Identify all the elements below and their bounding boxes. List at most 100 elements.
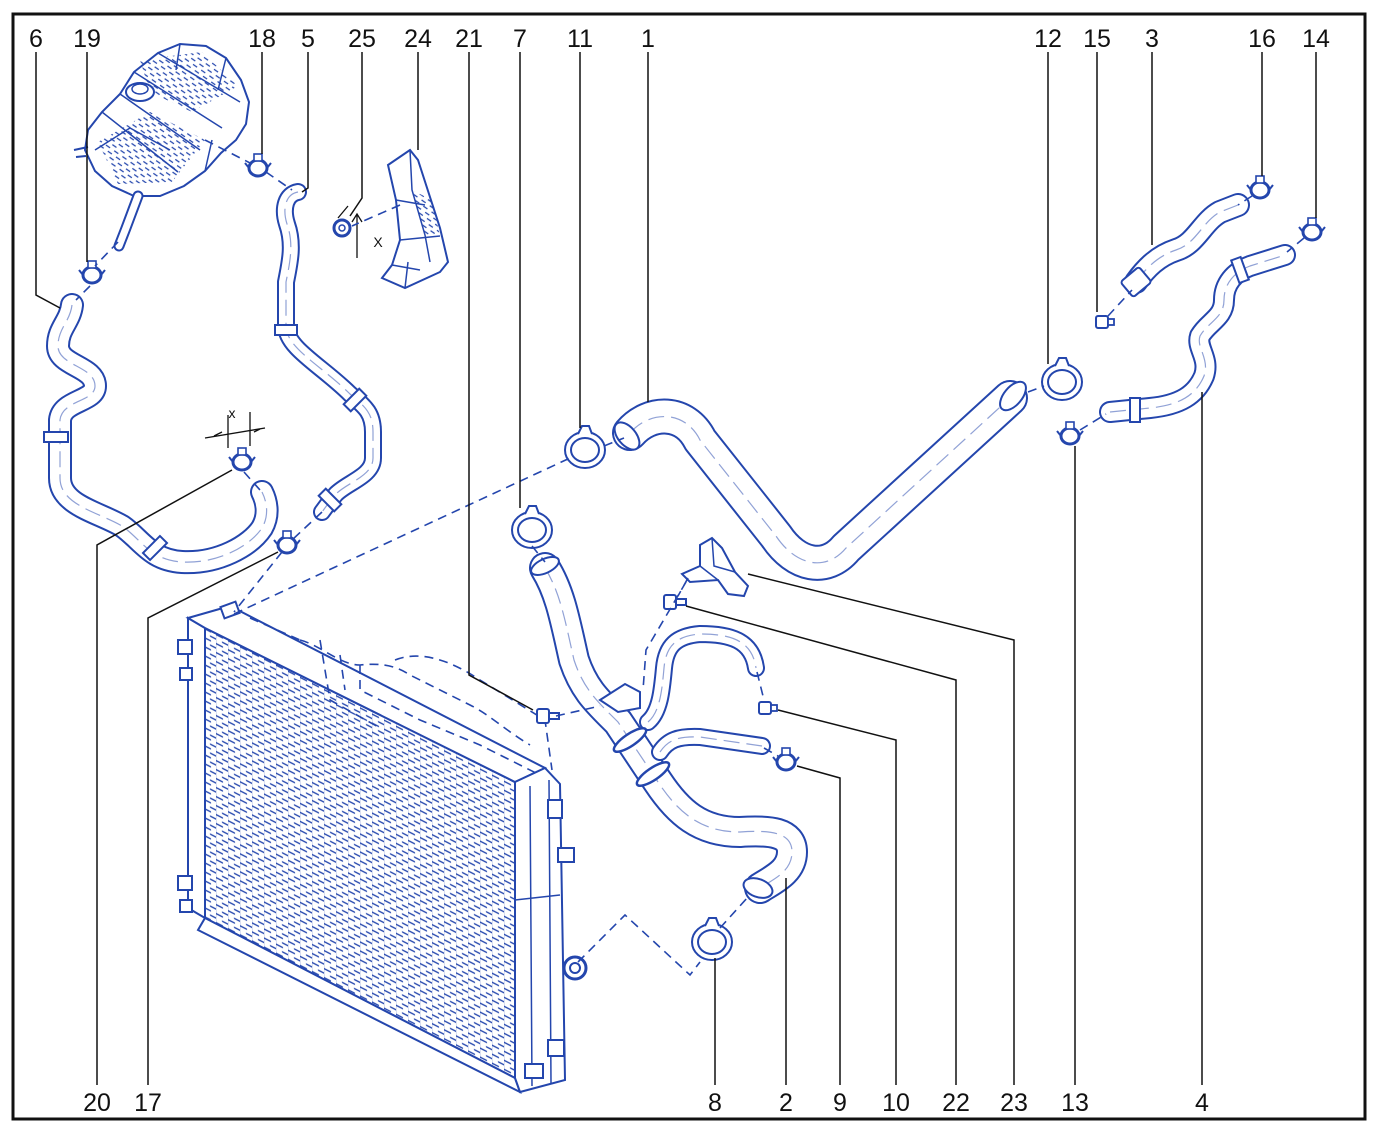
dimension-mark-near-25: X bbox=[337, 205, 383, 258]
hose-fill bbox=[648, 634, 756, 722]
leader-6 bbox=[35, 52, 61, 309]
radiator-bracket bbox=[557, 847, 575, 863]
callout-3: 3 bbox=[1145, 25, 1159, 53]
callout-24: 24 bbox=[404, 25, 432, 53]
bracket-24-shading bbox=[412, 190, 440, 236]
hose-band bbox=[342, 387, 368, 413]
hose-band bbox=[43, 431, 69, 443]
tank-outlet-pipe-fill bbox=[115, 192, 142, 250]
callout-16: 16 bbox=[1248, 25, 1276, 53]
hose-3 bbox=[1120, 205, 1238, 298]
bracket-23-details bbox=[699, 537, 736, 581]
leader-17 bbox=[147, 551, 279, 1085]
leader-9 bbox=[796, 765, 841, 1085]
callout-22: 22 bbox=[942, 1089, 970, 1117]
callout-21: 21 bbox=[455, 25, 483, 53]
hose-band bbox=[317, 487, 343, 513]
bracket-24 bbox=[380, 148, 450, 290]
callout-18: 18 bbox=[248, 25, 276, 53]
callout-10: 10 bbox=[882, 1089, 910, 1117]
hose-fill bbox=[630, 398, 1010, 563]
expansion-tank bbox=[73, 42, 251, 252]
callout-1: 1 bbox=[641, 25, 655, 53]
hose-2-upper-end bbox=[530, 556, 560, 576]
radiator-bracket bbox=[179, 667, 193, 681]
callout-25: 25 bbox=[348, 25, 376, 53]
radiator bbox=[177, 600, 588, 1095]
leader-25 bbox=[349, 52, 363, 217]
ring-clamp-7 bbox=[515, 506, 549, 545]
radiator-bracket bbox=[547, 1039, 565, 1057]
callout-13: 13 bbox=[1061, 1089, 1089, 1117]
callout-20: 20 bbox=[83, 1089, 111, 1117]
tank-ribs bbox=[94, 43, 241, 173]
leader-5 bbox=[301, 52, 309, 193]
radiator-hidden-lines bbox=[249, 617, 553, 776]
hose-fill bbox=[545, 568, 792, 888]
callout-5: 5 bbox=[301, 25, 315, 53]
radiator-bracket bbox=[524, 1063, 544, 1079]
dimension-label: X bbox=[373, 234, 383, 250]
leader-21 bbox=[468, 52, 534, 711]
callout-6: 6 bbox=[29, 25, 43, 53]
leader-23 bbox=[747, 573, 1015, 1085]
bolt-21 bbox=[536, 708, 560, 724]
callout-12: 12 bbox=[1034, 25, 1062, 53]
hose-1 bbox=[610, 377, 1031, 563]
nut-25-bore bbox=[338, 224, 346, 232]
hose-2-lower-end bbox=[742, 877, 774, 899]
hose-band bbox=[612, 727, 648, 753]
callout-17: 17 bbox=[134, 1089, 162, 1117]
hose-bands bbox=[43, 255, 1251, 787]
clip-13 bbox=[1055, 420, 1085, 446]
callout-15: 15 bbox=[1083, 25, 1111, 53]
radiator-left-rail bbox=[187, 616, 206, 920]
callout-7: 7 bbox=[513, 25, 527, 53]
hose-band bbox=[635, 761, 671, 787]
callout-19: 19 bbox=[73, 25, 101, 53]
clip-14 bbox=[1297, 216, 1327, 242]
hose-3-connector bbox=[1120, 266, 1152, 298]
dimension-mark-near-20: x bbox=[204, 405, 266, 448]
radiator-brackets bbox=[177, 600, 575, 1079]
clip-17 bbox=[272, 529, 302, 555]
radiator-end-tank bbox=[514, 766, 567, 1094]
plug-10 bbox=[758, 701, 778, 715]
hose-band bbox=[141, 534, 169, 562]
callouts-bottom: 20 17 8 2 9 10 22 23 13 4 bbox=[83, 1089, 1209, 1117]
radiator-end-tank-seams bbox=[514, 779, 561, 1087]
hose-band bbox=[1129, 397, 1141, 423]
ring-clamp-11 bbox=[568, 426, 602, 465]
radiator-outlet-bore bbox=[569, 962, 581, 974]
dimension-arrow bbox=[204, 412, 266, 448]
clip-16 bbox=[1245, 174, 1275, 200]
hose-band bbox=[1229, 255, 1251, 285]
plug-15 bbox=[1095, 315, 1115, 329]
hose-band bbox=[274, 324, 298, 336]
hose-5 bbox=[285, 192, 373, 512]
callout-2: 2 bbox=[779, 1089, 793, 1117]
radiator-bracket bbox=[547, 799, 563, 819]
hose-2-mount-bracket bbox=[598, 682, 641, 714]
leader-10 bbox=[777, 709, 897, 1085]
hose-1-lower-end bbox=[999, 380, 1027, 412]
hose-1-upper-end bbox=[613, 421, 641, 451]
callout-23: 23 bbox=[1000, 1089, 1028, 1117]
hose-2 bbox=[528, 553, 792, 901]
hose-2-upper-branch bbox=[648, 634, 756, 722]
leader-20 bbox=[96, 469, 233, 1085]
radiator-bracket bbox=[177, 875, 193, 891]
callout-9: 9 bbox=[833, 1089, 847, 1117]
callout-8: 8 bbox=[708, 1089, 722, 1117]
radiator-bracket bbox=[177, 639, 193, 655]
clip-9 bbox=[771, 746, 801, 772]
callout-14: 14 bbox=[1302, 25, 1330, 53]
radiator-bracket bbox=[179, 899, 193, 913]
tank-filler-cap-top bbox=[131, 83, 149, 95]
bracket-24-body bbox=[380, 148, 450, 290]
dimension-label: x bbox=[229, 405, 236, 421]
dimension-arrow bbox=[337, 205, 363, 258]
leader-lines bbox=[35, 52, 1317, 1085]
callout-4: 4 bbox=[1195, 1089, 1209, 1117]
